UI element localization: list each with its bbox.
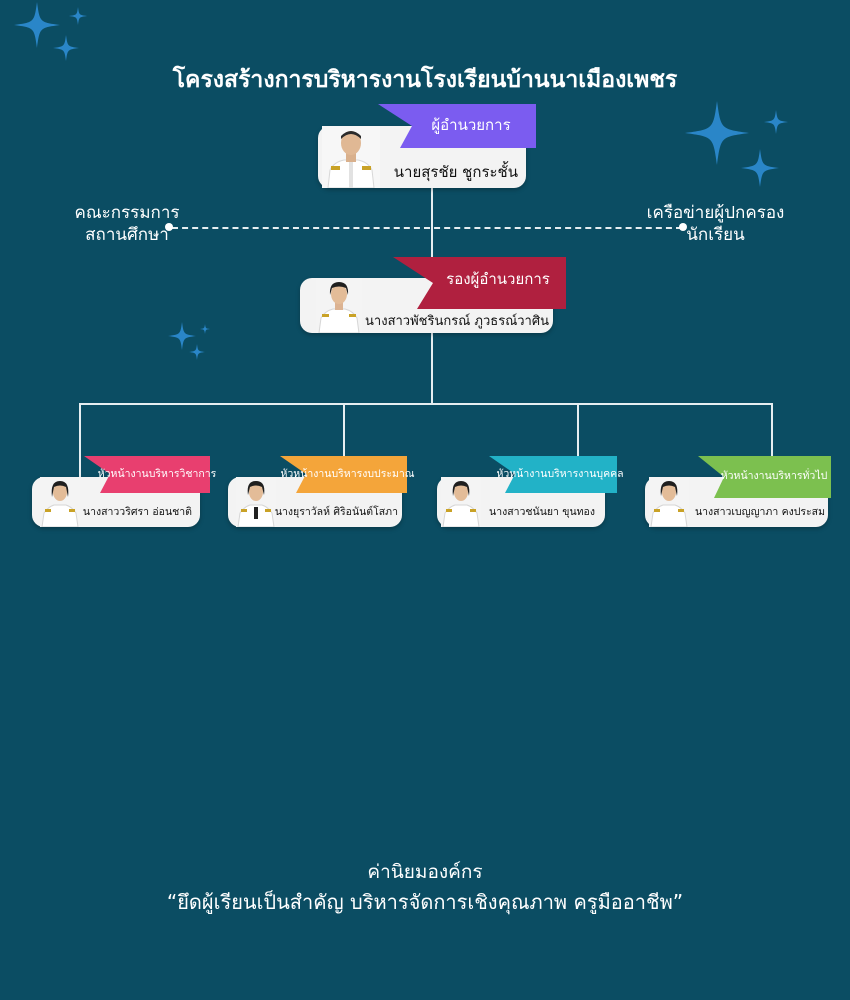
connector-line-director-deputy <box>431 188 433 260</box>
director-card: นายสุรชัย ชูกระชั้น <box>318 126 526 188</box>
deputy-name: นางสาวพัชรินกรณ์ ภูวธรณ์วาศิน <box>365 314 549 329</box>
avatar <box>441 477 481 527</box>
head-name-3: นางสาวชนันยา ขุนทอง <box>489 506 595 518</box>
head-role-2: หัวหน้างานบริหาร งบประมาณ <box>280 468 415 481</box>
sparkle-icon <box>14 2 788 360</box>
head-name-4: นางสาวเบญญาภา คงประสม <box>694 506 825 518</box>
director-role: ผู้อำนวยการ <box>431 116 511 135</box>
connector-line-deputy-branch <box>431 332 433 404</box>
deputy-role: รองผู้อำนวยการ <box>446 270 550 289</box>
avatar <box>316 278 362 333</box>
head-name-1: นางสาววริศรา อ่อนชาติ <box>82 506 192 518</box>
connector-line-head-4 <box>771 403 773 480</box>
head-role-3: หัวหน้างานบริหาร งานบุคคล <box>496 468 624 481</box>
avatar <box>236 477 276 527</box>
dashed-endpoint-left <box>165 223 173 231</box>
connector-line-horizontal <box>79 403 772 405</box>
head-card-2: นางยุราวัลห์ ศิริอนันต์โสภา <box>228 477 402 527</box>
head-ribbon-shape-4 <box>698 456 831 498</box>
dashed-endpoint-right <box>679 223 687 231</box>
head-ribbon-shape-2 <box>280 456 407 493</box>
connector-line-head-2 <box>343 403 345 480</box>
dashed-connector <box>172 227 682 229</box>
deputy-card: นางสาวพัชรินกรณ์ ภูวธรณ์วาศิน <box>300 278 553 333</box>
values-motto: “ยึดผู้เรียนเป็นสำคัญ บริหารจัดการเชิงคุ… <box>166 890 684 914</box>
avatar <box>322 126 380 188</box>
deputy-ribbon-shape <box>393 257 566 309</box>
director-name: นายสุรชัย ชูกระชั้น <box>393 163 518 181</box>
head-role-4: หัวหน้างานบริหาร ทั่วไป <box>720 469 828 482</box>
head-name-2: นางยุราวัลห์ ศิริอนันต์โสภา <box>274 506 398 518</box>
values-heading: ค่านิยมองค์กร <box>367 861 483 883</box>
head-ribbon-shape-3 <box>489 456 617 493</box>
parent-network-label: เครือข่ายผู้ปกครอง นักเรียน <box>646 203 785 245</box>
head-ribbon-shape-1 <box>84 456 210 493</box>
school-committee-label: คณะกรรมการ สถานศึกษา <box>74 203 180 245</box>
connector-line-head-3 <box>577 403 579 480</box>
page-title: โครงสร้างการบริหารงานโรงเรียนบ้านนาเมือง… <box>172 67 678 93</box>
avatar <box>40 477 80 527</box>
head-role-1: หัวหน้างานบริหาร วิชาการ <box>97 468 217 481</box>
avatar <box>649 477 689 527</box>
connector-line-head-1 <box>79 403 81 480</box>
director-ribbon-shape <box>378 104 536 148</box>
